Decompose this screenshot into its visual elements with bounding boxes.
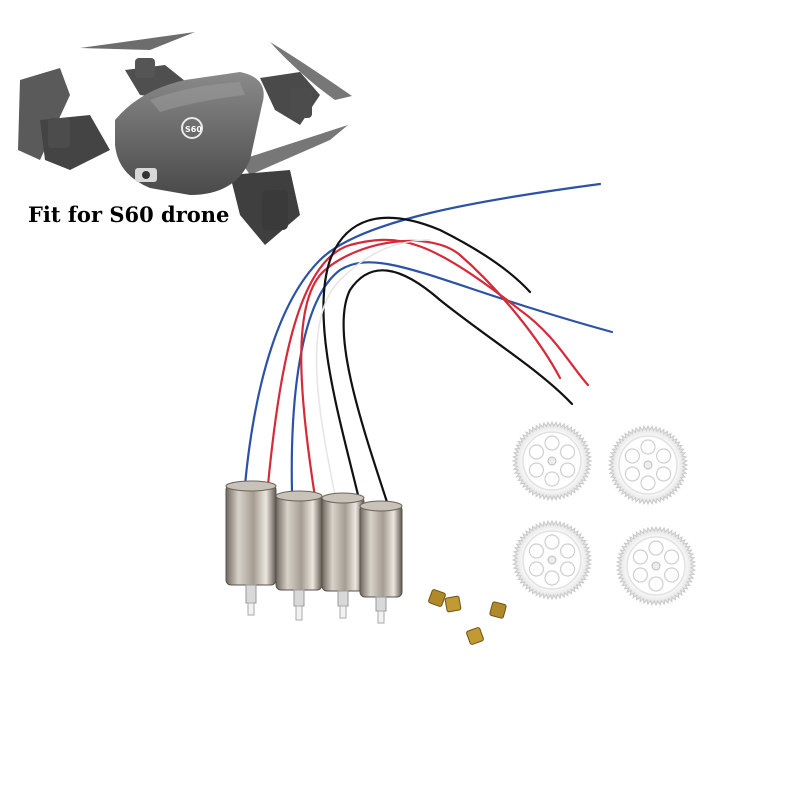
white-gear: [511, 519, 593, 601]
motor: [321, 492, 365, 619]
white-gear: [615, 525, 697, 607]
motor-wires: [243, 182, 614, 507]
svg-text:S60: S60: [185, 125, 202, 134]
caption-text: Fit for S60 drone: [28, 202, 229, 227]
brass-gear: [466, 627, 484, 645]
brass-gear: [444, 595, 462, 613]
drone-badge: S60: [181, 117, 203, 139]
white-gear: [511, 420, 593, 502]
motor-set: [225, 480, 403, 624]
white-gear: [607, 424, 689, 506]
main-gears: [511, 420, 697, 607]
brass-gears: [428, 589, 507, 645]
brass-gear: [428, 589, 446, 607]
brass-gear: [489, 601, 507, 619]
motor: [275, 490, 323, 621]
drone-image: S60: [18, 32, 352, 245]
motor: [225, 480, 277, 616]
motor: [359, 500, 403, 624]
